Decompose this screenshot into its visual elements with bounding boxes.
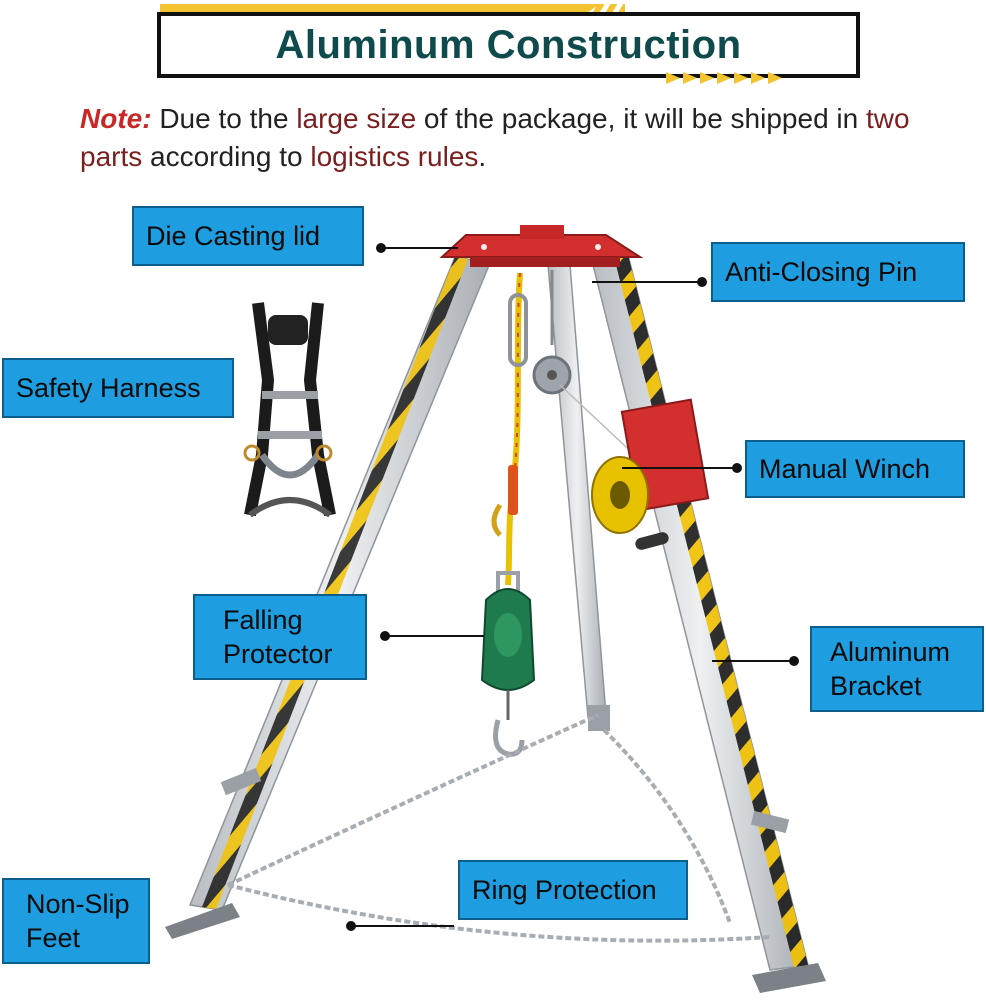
label-safety-harness: Safety Harness bbox=[2, 358, 234, 418]
note-text-1: Due to the bbox=[151, 103, 297, 134]
leader-aluminum-bracket bbox=[712, 660, 794, 662]
leader-dot-aluminum-bracket bbox=[789, 656, 799, 666]
label-die-casting-lid: Die Casting lid bbox=[132, 206, 364, 266]
label-ring-protection: Ring Protection bbox=[458, 860, 688, 920]
foot-left bbox=[165, 903, 240, 939]
leader-falling-protector bbox=[384, 635, 484, 637]
tripod-illustration bbox=[165, 225, 826, 993]
leader-dot-die-casting-lid bbox=[376, 243, 386, 253]
leader-dot-anti-closing-pin bbox=[697, 277, 707, 287]
leader-die-casting-lid bbox=[378, 247, 458, 249]
label-aluminum-bracket: Aluminum Bracket bbox=[810, 626, 984, 712]
title-frame bbox=[157, 12, 860, 78]
note-highlight-two-parts: two parts bbox=[80, 103, 910, 172]
leader-ring-protection bbox=[350, 925, 454, 927]
pulley bbox=[532, 270, 641, 461]
left-leg bbox=[188, 256, 492, 911]
foot-right bbox=[752, 963, 826, 993]
die-casting-lid-shape bbox=[439, 225, 644, 267]
label-aluminum-bracket-line1: Aluminum bbox=[830, 637, 951, 667]
note-text-2: of the package, it will be shipped in bbox=[416, 103, 866, 134]
leader-anti-closing-pin bbox=[592, 281, 704, 283]
note-highlight-logistics-rules: logistics rules bbox=[310, 141, 479, 172]
manual-winch-shape bbox=[591, 398, 710, 550]
page-title: Aluminum Construction bbox=[275, 22, 742, 67]
label-falling-protector-line2: Protector bbox=[223, 639, 333, 669]
ring-protection-chain bbox=[227, 713, 771, 943]
shipping-note: Note: Due to the large size of the packa… bbox=[80, 100, 960, 176]
label-non-slip-feet: Non-Slip Feet bbox=[2, 878, 150, 964]
falling-protector-shape bbox=[480, 571, 536, 757]
title-arrow-decoration bbox=[666, 72, 782, 84]
leader-manual-winch bbox=[622, 467, 738, 469]
label-non-slip-feet-line2: Feet bbox=[26, 923, 81, 953]
leader-dot-falling-protector bbox=[380, 631, 390, 641]
note-highlight-large-size: large size bbox=[296, 103, 417, 134]
leader-dot-ring-protection bbox=[346, 921, 356, 931]
leader-dot-manual-winch bbox=[732, 463, 742, 473]
label-anti-closing-pin: Anti-Closing Pin bbox=[711, 242, 965, 302]
note-text-4: . bbox=[478, 141, 487, 172]
label-falling-protector: Falling Protector bbox=[193, 594, 367, 680]
label-manual-winch: Manual Winch bbox=[745, 440, 965, 498]
label-aluminum-bracket-line2: Bracket bbox=[830, 671, 922, 701]
note-key: Note: bbox=[80, 103, 152, 134]
safety-harness-shape bbox=[243, 302, 336, 518]
label-non-slip-feet-line1: Non-Slip bbox=[26, 889, 130, 919]
label-falling-protector-line1: Falling bbox=[223, 605, 303, 635]
note-text-3: according to bbox=[142, 141, 311, 172]
lanyard bbox=[491, 272, 528, 586]
